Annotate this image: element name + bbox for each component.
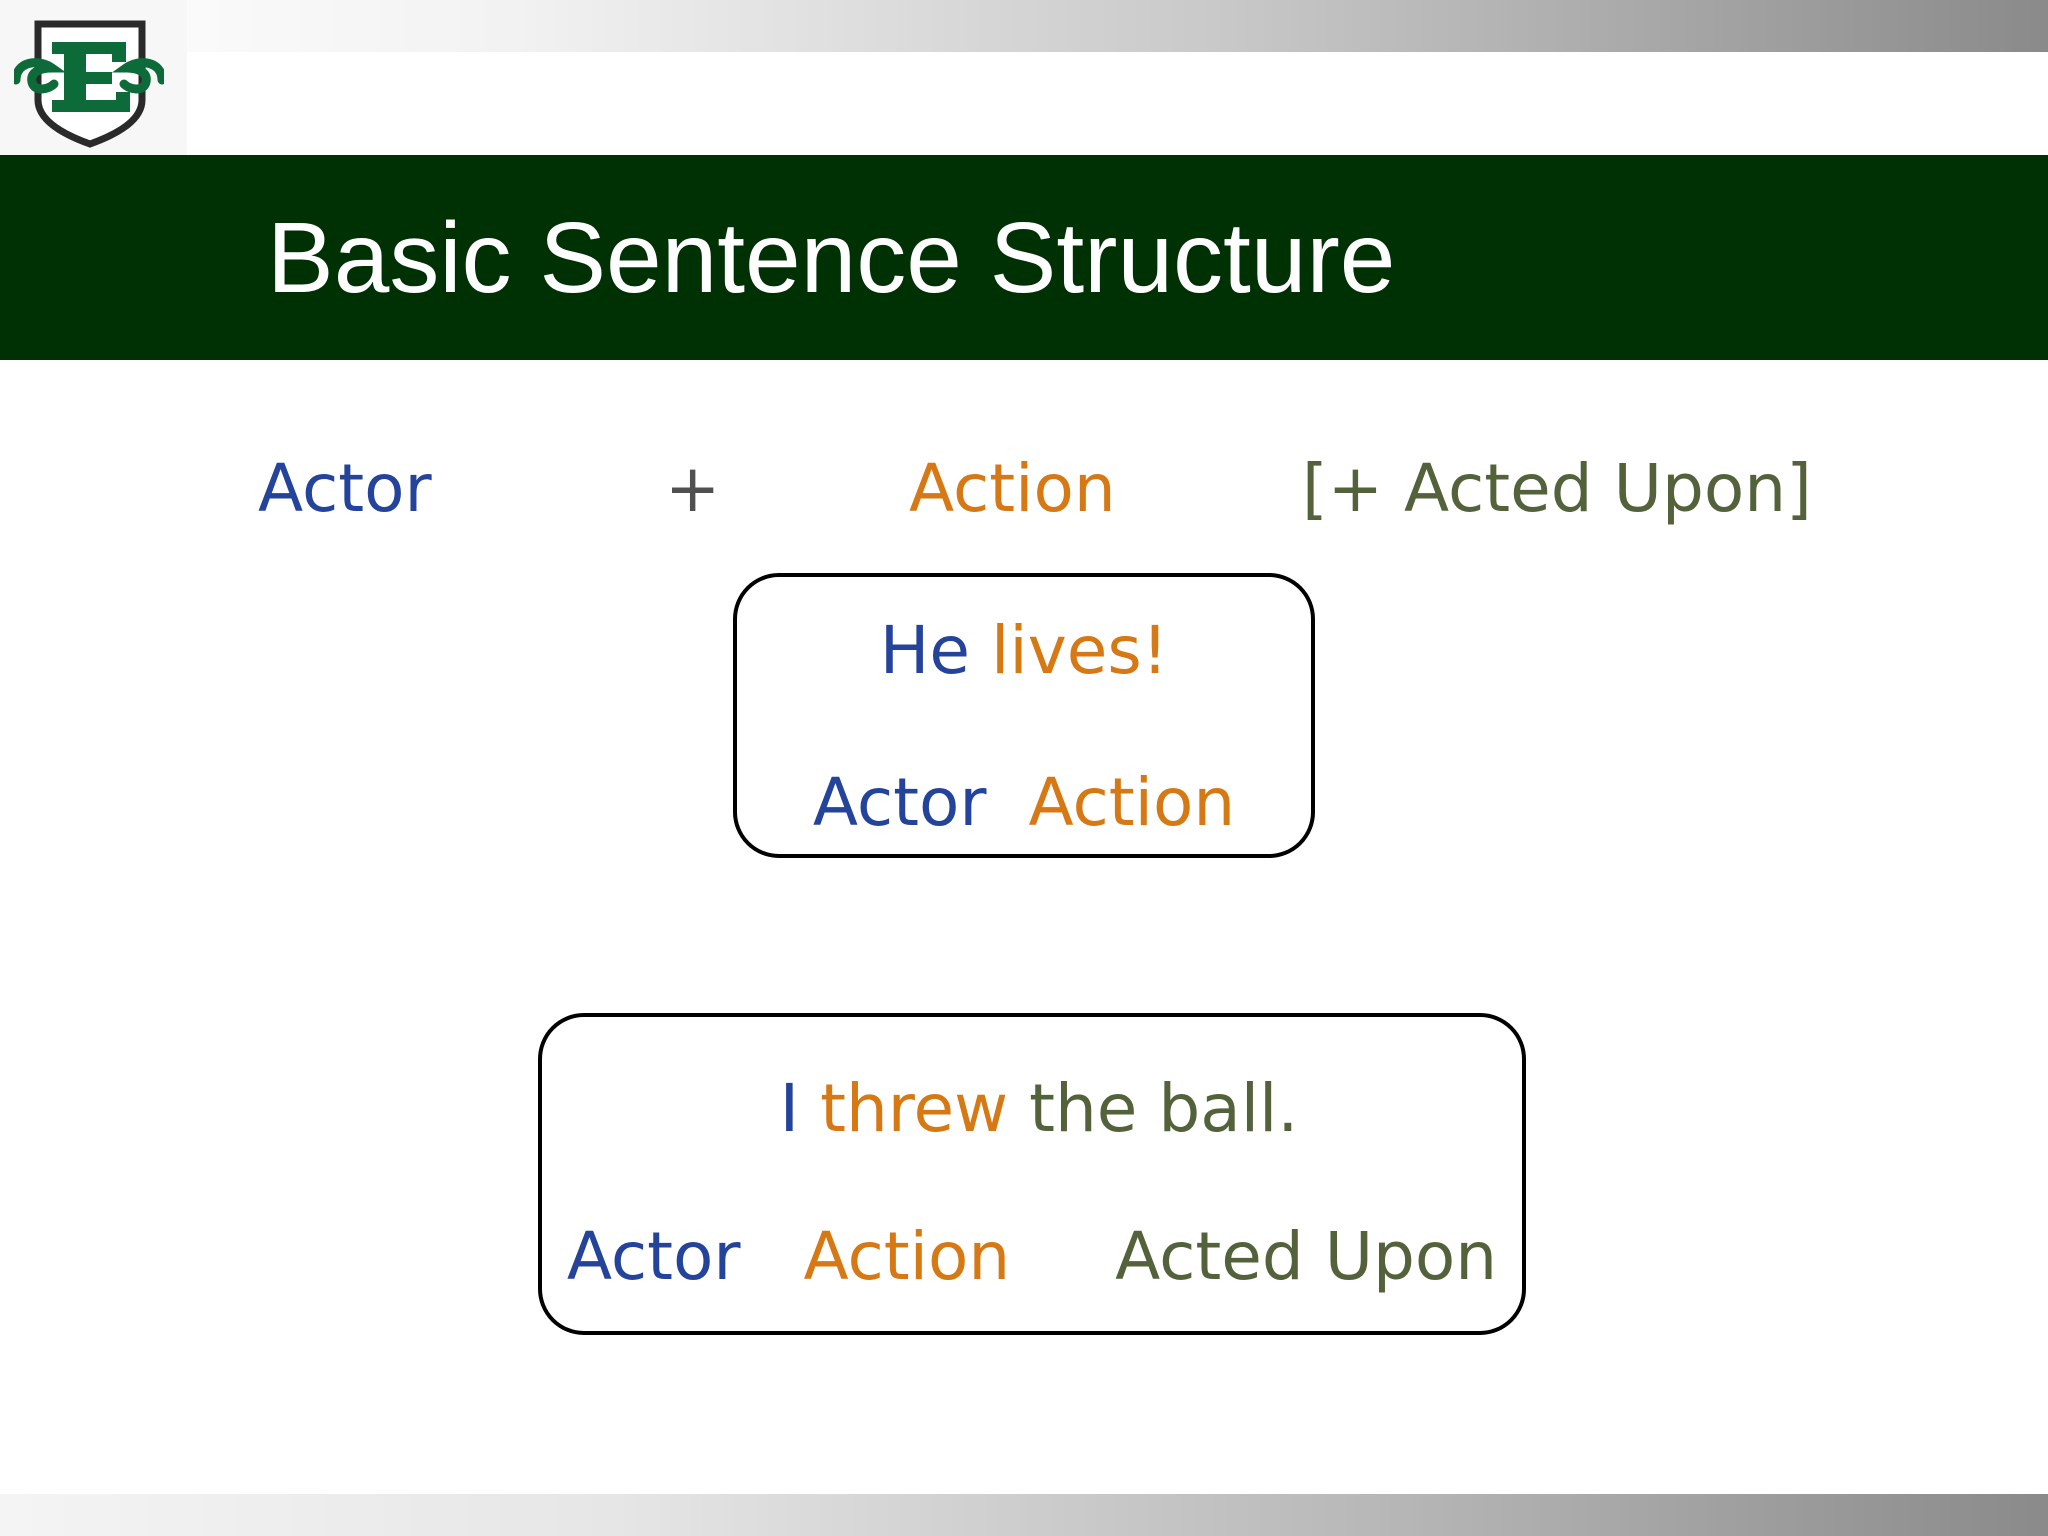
example-2-sentence-actor: I <box>779 1070 800 1147</box>
example-box-1: He lives! Actor Action <box>733 573 1315 858</box>
example-1-sentence-action: lives! <box>991 612 1169 689</box>
example-1-sentence: He lives! <box>737 611 1311 691</box>
formula-action: Action <box>909 450 1116 527</box>
example-box-2: I threw the ball. Actor Action Acted Upo… <box>538 1013 1526 1335</box>
school-crest-icon <box>14 20 164 148</box>
example-2-sentence-acted-upon: the ball. <box>1029 1070 1299 1147</box>
footer-gradient-bar <box>0 1494 2048 1536</box>
example-1-label-actor: Actor <box>812 764 987 841</box>
example-2-label-actor: Actor <box>566 1218 741 1295</box>
example-2-sentence: I threw the ball. <box>542 1069 1522 1149</box>
example-1-sentence-actor: He <box>879 612 971 689</box>
header-gradient-bar <box>0 0 2048 52</box>
example-2-label-acted-upon: Acted Upon <box>1115 1218 1498 1295</box>
formula-actor: Actor <box>258 450 432 527</box>
example-1-labels: Actor Action <box>737 763 1311 843</box>
example-2-label-action: Action <box>803 1218 1011 1295</box>
header-white-area <box>187 52 2048 155</box>
formula-acted-upon: [+ Acted Upon] <box>1302 450 1812 527</box>
logo-area <box>0 0 187 155</box>
example-2-labels: Actor Action Acted Upon <box>542 1217 1522 1297</box>
example-1-label-action: Action <box>1028 764 1236 841</box>
title-band <box>0 155 2048 360</box>
example-2-sentence-action: threw <box>820 1070 1009 1147</box>
slide-title: Basic Sentence Structure <box>267 202 1396 314</box>
formula-plus: + <box>665 450 721 527</box>
